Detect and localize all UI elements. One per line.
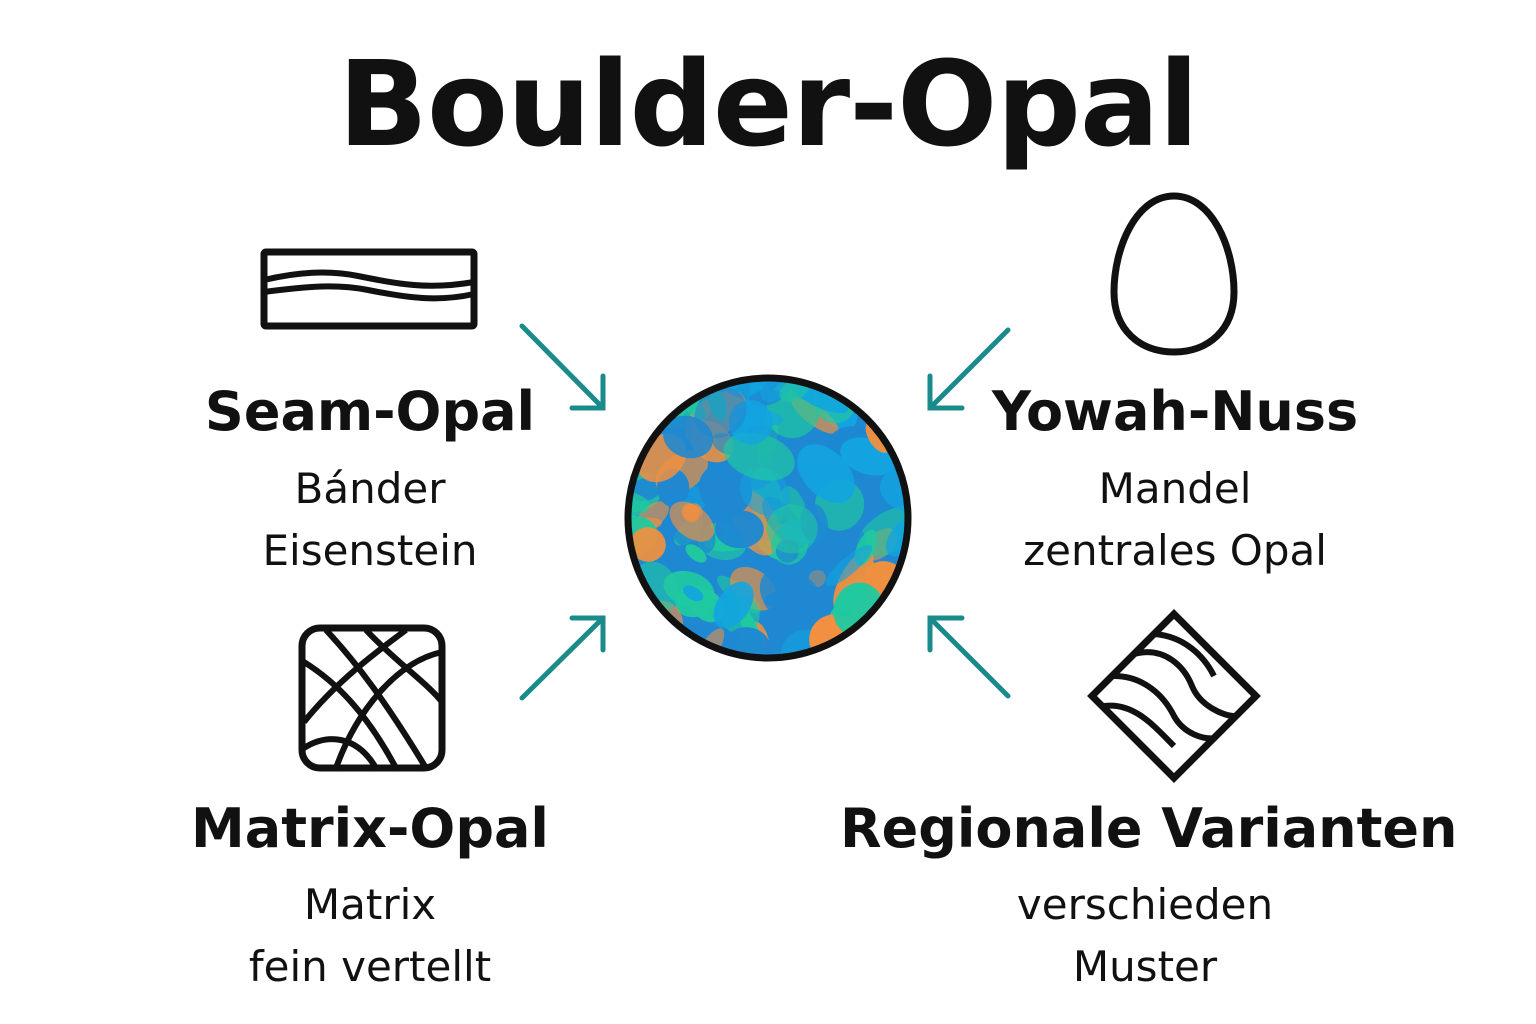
opal-patch	[628, 490, 650, 517]
opal-patch	[685, 544, 707, 563]
diamond-pattern-icon	[1087, 609, 1261, 783]
opal-patch	[628, 407, 638, 453]
opal-patch	[628, 611, 646, 658]
seam-band-icon	[260, 248, 478, 330]
desc-line: Mandel	[1098, 464, 1252, 513]
opal-patch	[713, 581, 754, 629]
opal-patch	[682, 585, 704, 602]
type-desc-yowah-nuss: Mandel zentrales Opal	[970, 458, 1380, 582]
page-title: Boulder-Opal	[338, 35, 1199, 173]
opal-patch	[884, 378, 908, 385]
type-label-regionale-varianten: Regionale Varianten	[840, 797, 1458, 860]
opal-patch	[628, 628, 670, 658]
opal-patch	[853, 649, 880, 658]
opal-patch	[825, 544, 873, 587]
opal-patch	[766, 504, 818, 554]
arrow-top-right	[927, 327, 1011, 411]
opal-patch	[874, 636, 908, 658]
opal-patch	[886, 378, 908, 392]
arrow-bottom-right	[927, 615, 1011, 699]
opal-patch	[663, 378, 677, 392]
desc-line: Eisenstein	[262, 526, 478, 575]
nut-egg-icon	[1110, 192, 1238, 356]
desc-line: Muster	[1072, 942, 1218, 991]
opal-stone-icon	[624, 374, 912, 662]
opal-patch	[873, 378, 908, 396]
opal-patch	[694, 387, 747, 439]
type-desc-matrix-opal: Matrix fein vertellt	[170, 874, 570, 998]
desc-line: zentrales Opal	[1023, 526, 1327, 575]
desc-line: verschieden	[1016, 880, 1274, 929]
arrow-bottom-left	[519, 615, 606, 701]
type-desc-regionale-varianten: verschieden Muster	[940, 874, 1350, 998]
opal-patch	[836, 651, 870, 658]
opal-patch	[628, 614, 641, 650]
desc-line: Bánder	[294, 464, 446, 513]
type-label-matrix-opal: Matrix-Opal	[191, 797, 549, 860]
opal-patch	[797, 444, 855, 503]
opal-patch	[886, 378, 908, 398]
opal-patch	[881, 404, 908, 426]
opal-patch	[628, 396, 643, 453]
opal-patch	[890, 626, 908, 656]
desc-line: Matrix	[303, 880, 437, 929]
opal-color-patches	[628, 378, 908, 658]
desc-line: fein vertellt	[248, 942, 492, 991]
opal-patch	[807, 548, 836, 620]
opal-patch	[715, 510, 764, 549]
opal-patch	[698, 463, 753, 516]
opal-patch	[721, 627, 772, 658]
opal-patch	[630, 527, 666, 562]
opal-patch	[763, 587, 818, 609]
type-label-yowah-nuss: Yowah-Nuss	[991, 380, 1359, 443]
opal-patch	[682, 503, 700, 523]
arrow-top-left	[519, 323, 606, 411]
type-desc-seam-opal: Bánder Eisenstein	[170, 458, 570, 582]
opal-patch	[760, 378, 805, 403]
opal-patch	[633, 379, 666, 413]
opal-patch	[723, 432, 795, 481]
opal-patch	[628, 378, 649, 426]
opal-patch	[628, 631, 637, 658]
type-label-seam-opal: Seam-Opal	[204, 380, 536, 443]
matrix-grid-icon	[298, 624, 446, 772]
